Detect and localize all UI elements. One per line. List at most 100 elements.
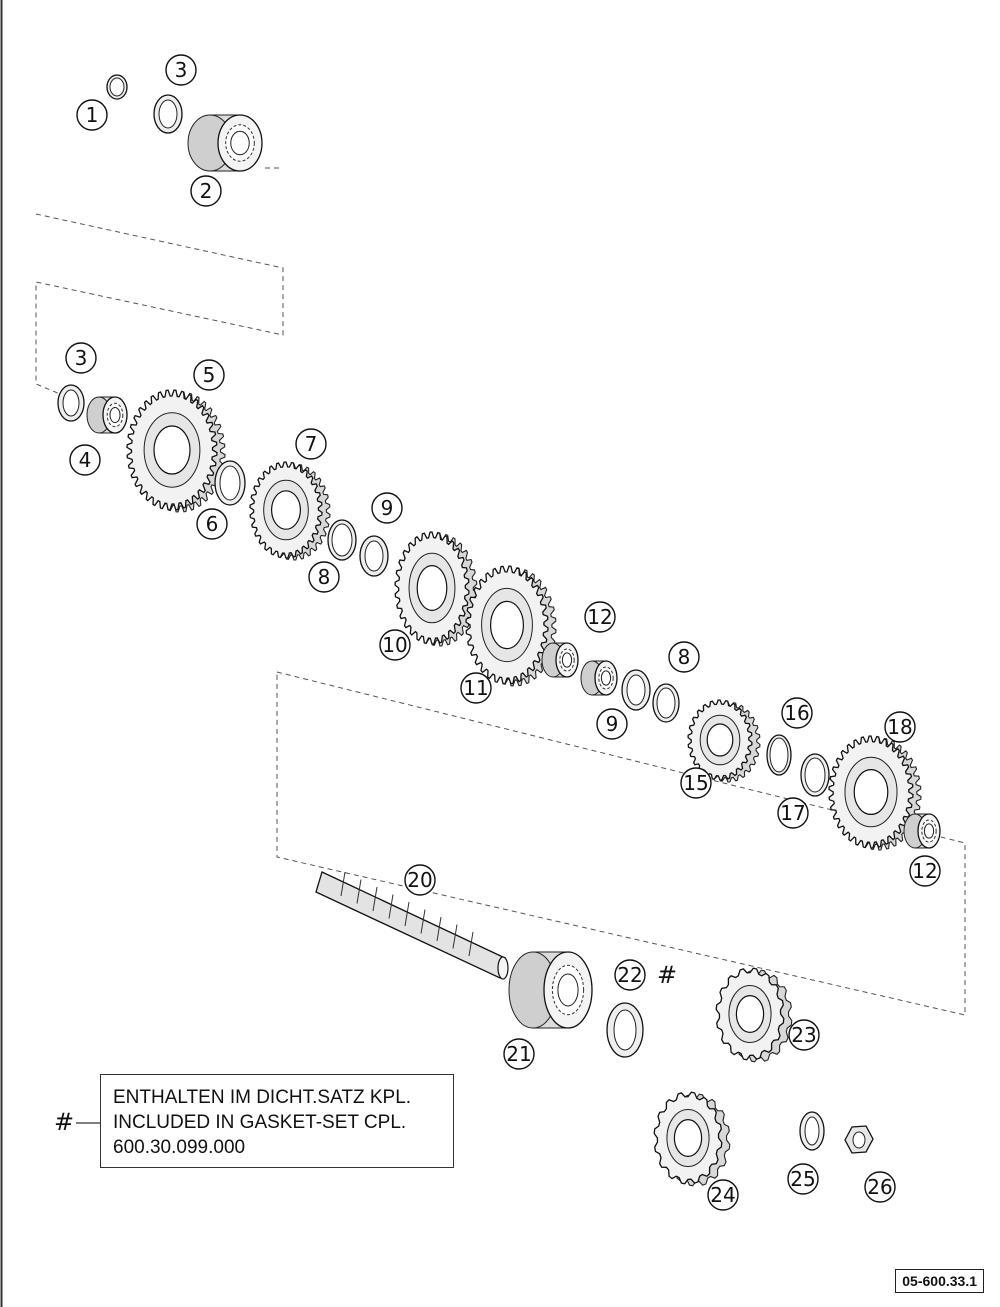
callout-label: 3 [175, 58, 188, 82]
callout-circle [193, 359, 225, 391]
callout-label: 16 [784, 701, 809, 725]
callout-circle [190, 175, 222, 207]
callout-circle [884, 711, 916, 743]
callout-label: 22 [617, 963, 642, 987]
callout-label: 4 [79, 448, 92, 472]
callout-10: 10 [379, 629, 411, 661]
callout-24: 24 [707, 1179, 739, 1211]
gear-10 [394, 531, 478, 647]
needle-bearing-12c-bore [923, 823, 935, 839]
callout-17: 17 [777, 797, 809, 829]
callout-11: 11 [460, 672, 492, 704]
callout-label: 12 [912, 859, 937, 883]
callout-8: 8 [668, 641, 700, 673]
sprocket-23-bore [735, 994, 765, 1033]
circlip-8-inner [331, 523, 353, 557]
needle-bearing-12c [903, 813, 941, 849]
callout-label: 11 [463, 676, 488, 700]
note-line-english: INCLUDED IN GASKET-SET CPL. [113, 1112, 407, 1133]
callout-circle [460, 672, 492, 704]
shaft-spline [356, 879, 362, 904]
needle-bearing-12b-bore [600, 670, 612, 686]
callout-circle [371, 492, 403, 524]
hash-marker-note: # [54, 1108, 75, 1136]
callout-circle [379, 629, 411, 661]
callout-circle [503, 1038, 535, 1070]
shaft-spline [420, 909, 426, 934]
gear-5-bore [153, 425, 191, 475]
callout-label: 5 [203, 363, 216, 387]
shaft-seal-22 [606, 1002, 644, 1058]
gear-11 [465, 565, 557, 687]
needle-bearing-12b [580, 660, 618, 696]
shaft-seal-22-inner [613, 1009, 637, 1051]
needle-bearing-12a-bore [561, 652, 573, 668]
callout-1: 1 [76, 99, 108, 131]
callout-5: 5 [193, 359, 225, 391]
washer-3-top [153, 94, 183, 134]
lock-washer-9-inner [364, 540, 384, 572]
callout-label: 18 [887, 715, 912, 739]
callout-circle [614, 959, 646, 991]
gasket-set-note: ENTHALTEN IM DICHT.SATZ KPL. INCLUDED IN… [100, 1074, 454, 1168]
needle-bearing-4-bore [109, 406, 121, 424]
callout-9: 9 [371, 492, 403, 524]
callout-circle [788, 1019, 820, 1051]
callout-circle [308, 561, 340, 593]
callout-15: 15 [680, 767, 712, 799]
callout-label: 9 [381, 496, 394, 520]
callout-label: 21 [506, 1042, 531, 1066]
circlip-1 [106, 74, 128, 100]
callout-label: 6 [206, 512, 219, 536]
callout-circle [781, 697, 813, 729]
callout-circle [295, 428, 327, 460]
callout-circle [707, 1179, 739, 1211]
sprocket-24-bore [673, 1118, 703, 1157]
main-shaft-body [315, 871, 506, 979]
assembly-guide-lines [35, 167, 966, 1016]
gear-7-bore [271, 490, 302, 530]
callout-circle [668, 641, 700, 673]
needle-bearing-12a [541, 642, 579, 678]
nut-bore [852, 1131, 866, 1149]
callout-16: 16 [781, 697, 813, 729]
callout-label: 10 [382, 633, 407, 657]
gear-18 [828, 735, 922, 851]
shaft-spline [388, 894, 394, 919]
bearing-2 [187, 114, 263, 172]
callout-label: 26 [867, 1175, 892, 1199]
callout-23: 23 [788, 1019, 820, 1051]
callout-4: 4 [69, 444, 101, 476]
gear-11-bore [490, 600, 525, 650]
gear-15-bore [706, 723, 734, 757]
shaft-spline [436, 916, 442, 942]
shaft-spline [372, 886, 378, 912]
callout-circle [596, 708, 628, 740]
callout-6: 6 [196, 508, 228, 540]
parts-group [57, 74, 941, 1187]
washer-6-inner [219, 465, 241, 501]
callout-circle [680, 767, 712, 799]
circlip-16 [766, 734, 792, 776]
callout-8: 8 [308, 561, 340, 593]
callout-label: 9 [606, 712, 619, 736]
drawing-number: 05-600.33.1 [895, 1269, 984, 1293]
circlip-8b-inner [656, 687, 676, 719]
callout-circle [787, 1163, 819, 1195]
callout-3: 3 [165, 54, 197, 86]
bearing-21-bore [557, 973, 579, 1007]
callout-label: 7 [305, 432, 318, 456]
note-line-part-number: 600.30.099.000 [113, 1137, 246, 1158]
shaft-spline [404, 901, 410, 927]
washer-3 [57, 384, 85, 422]
callout-circle [165, 54, 197, 86]
shaft-end [497, 956, 509, 980]
needle-bearing-4 [86, 396, 128, 434]
gear-10-bore [416, 564, 448, 611]
callout-circle [909, 855, 941, 887]
callout-label: 8 [318, 565, 331, 589]
washer-3-top-inner [158, 99, 178, 129]
circlip-16-inner [769, 737, 789, 773]
